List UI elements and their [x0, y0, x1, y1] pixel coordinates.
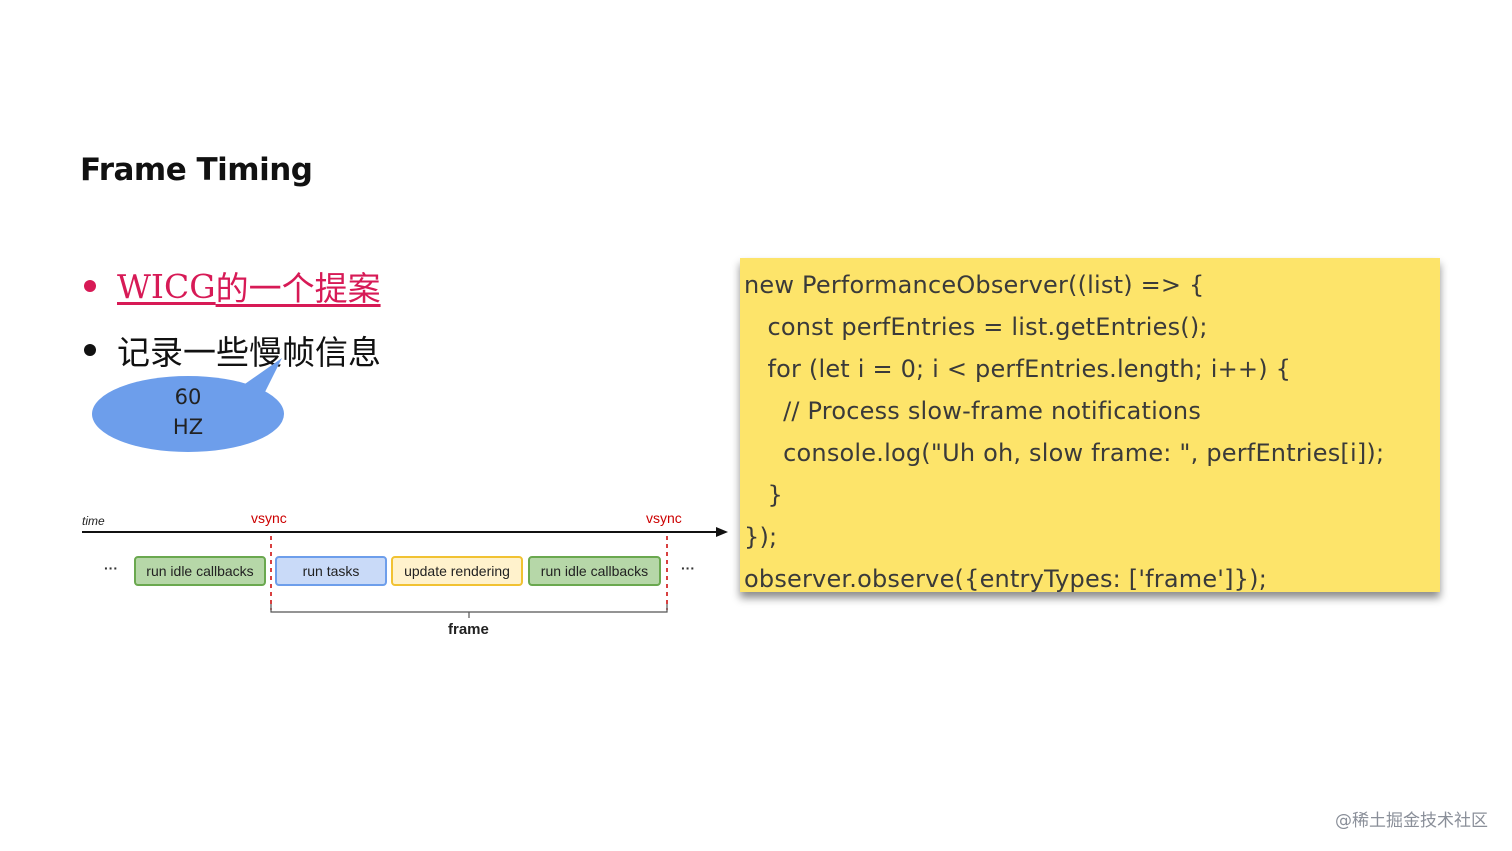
watermark: @稀土掘金技术社区 [1335, 811, 1488, 831]
bullet-dot [84, 344, 96, 356]
time-axis-arrow [716, 527, 728, 537]
code-line: for (let i = 0; i < perfEntries.length; … [744, 355, 1292, 383]
box-run-idle-callbacks-1: run idle callbacks [134, 556, 266, 586]
box-run-idle-callbacks-2: run idle callbacks [528, 556, 661, 586]
slide-title: Frame Timing [80, 152, 313, 188]
time-label: time [82, 514, 105, 528]
code-snippet: new PerformanceObserver((list) => { cons… [740, 258, 1440, 593]
speech-bubble [92, 358, 284, 452]
code-line: console.log("Uh oh, slow frame: ", perfE… [744, 439, 1385, 467]
bullet-list: WICG 的一个提案 记录一些慢帧信息 [80, 254, 381, 382]
frame-label: frame [448, 621, 489, 638]
code-line: observer.observe({entryTypes: ['frame']}… [744, 565, 1267, 593]
code-line: }); [744, 523, 778, 551]
bullet-item-proposal: WICG 的一个提案 [80, 254, 381, 318]
frame-bracket [270, 604, 668, 613]
code-line: } [744, 481, 783, 509]
bullet-text-slow-frames: 记录一些慢帧信息 [117, 333, 381, 372]
box-run-tasks: run tasks [275, 556, 387, 586]
vsync-label-left: vsync [251, 510, 287, 526]
ellipsis-left: ··· [104, 560, 118, 576]
bullet-text-proposal[interactable]: 的一个提案 [215, 269, 381, 308]
bubble-text: 60 HZ [92, 382, 284, 442]
wicg-link[interactable]: WICG [117, 266, 216, 306]
vsync-label-right: vsync [646, 510, 682, 526]
box-update-rendering: update rendering [391, 556, 523, 586]
code-line: new PerformanceObserver((list) => { [744, 271, 1205, 299]
frame-timing-diagram: time vsync vsync ··· ··· run idle callba… [78, 502, 738, 652]
code-line: const perfEntries = list.getEntries(); [744, 313, 1208, 341]
bubble-line-hz: HZ [172, 415, 204, 439]
code-line: // Process slow-frame notifications [744, 397, 1202, 425]
ellipsis-right: ··· [681, 560, 695, 576]
timeline-svg [82, 527, 728, 618]
bullet-item-slow-frames: 记录一些慢帧信息 [80, 318, 381, 382]
bubble-line-60: 60 [174, 385, 202, 409]
bullet-dot [84, 280, 96, 292]
